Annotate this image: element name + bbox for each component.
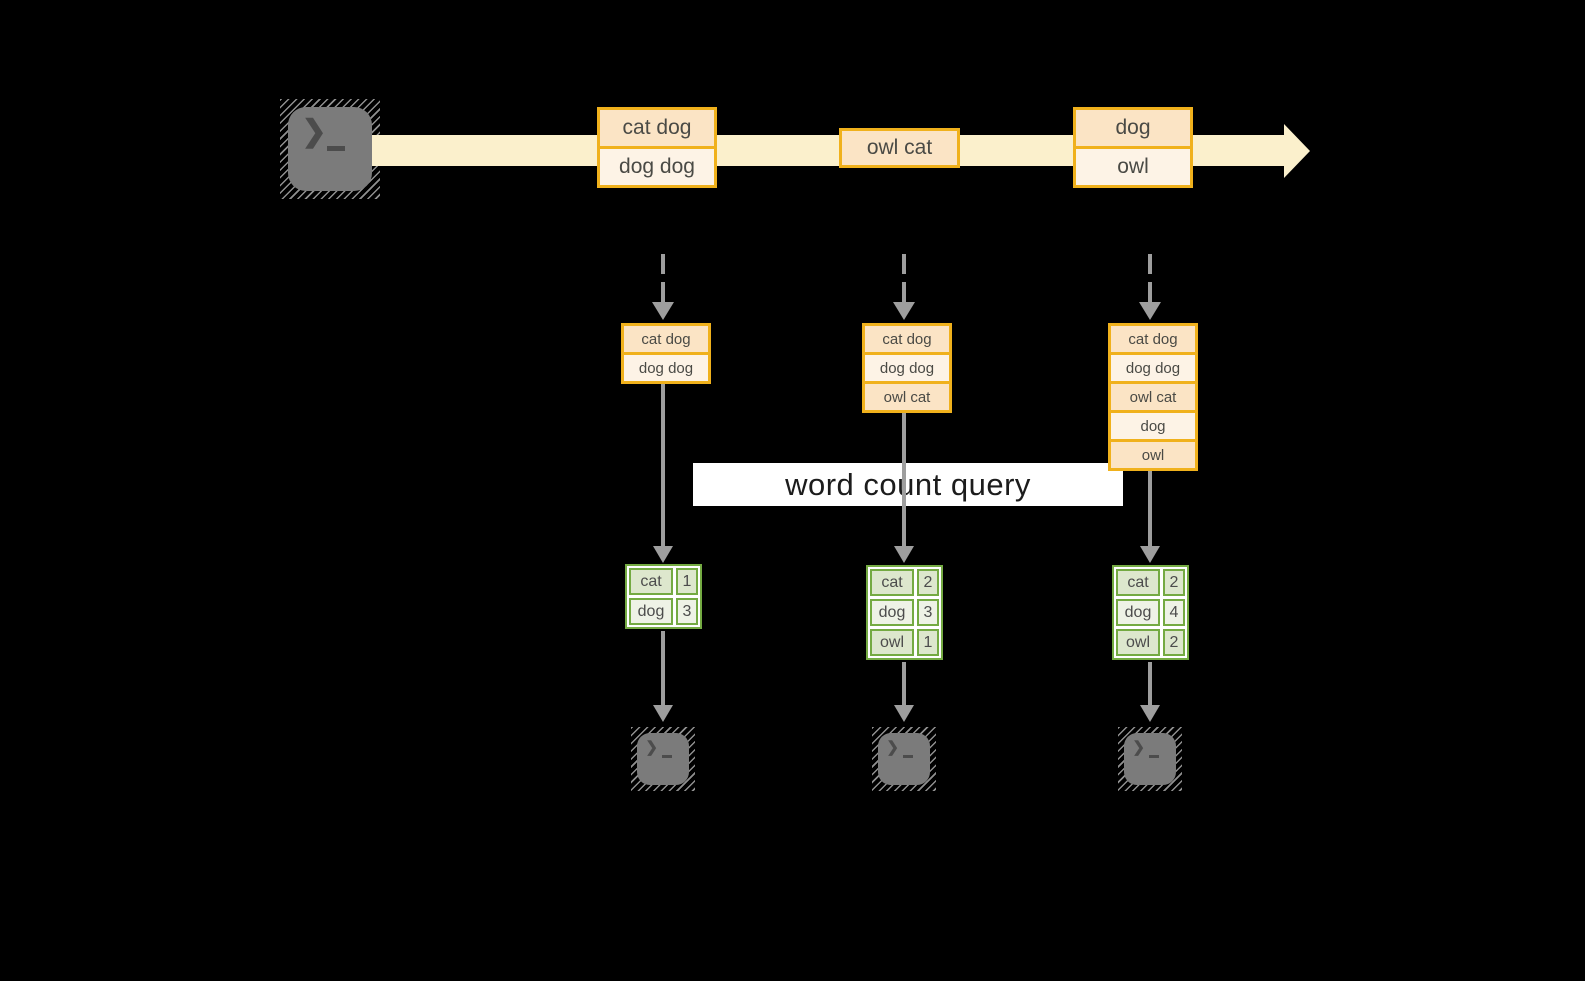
dashed-arrow-segment xyxy=(661,254,665,274)
stream-event-cell: cat dog xyxy=(600,110,714,146)
terminal-body: ❯ xyxy=(1124,733,1176,785)
word-cell: cat xyxy=(629,568,673,595)
table-row: owl 2 xyxy=(1116,629,1185,656)
output-arrow-line xyxy=(902,662,906,705)
terminal-prompt-icon: ❯ xyxy=(1132,739,1145,757)
down-arrowhead-icon xyxy=(653,546,673,563)
count-table-1: cat 1 dog 3 xyxy=(625,564,702,629)
state-buffer-3: cat dog dog dog owl cat dog owl xyxy=(1108,323,1198,471)
query-arrow-line xyxy=(902,413,906,546)
word-count-query-label: word count query xyxy=(693,463,1123,506)
stream-event-cell: owl cat xyxy=(842,131,957,165)
state-cell: owl cat xyxy=(865,381,949,410)
terminal-prompt-icon: ❯ xyxy=(645,739,658,757)
stream-arrowhead-icon xyxy=(1284,124,1310,178)
count-cell: 2 xyxy=(1163,569,1185,596)
state-cell: dog xyxy=(1111,410,1195,439)
output-arrow-line xyxy=(1148,662,1152,705)
terminal-body: ❯ xyxy=(878,733,930,785)
query-arrow-line xyxy=(661,384,665,546)
down-arrowhead-icon xyxy=(894,705,914,722)
terminal-body: ❯ xyxy=(288,107,372,191)
word-cell: cat xyxy=(870,569,914,596)
table-row: owl 1 xyxy=(870,629,939,656)
word-cell: dog xyxy=(870,599,914,626)
terminal-cursor xyxy=(1148,754,1159,758)
sink-terminal-icon-1: ❯ xyxy=(631,727,695,791)
stream-event-cell: dog xyxy=(1076,110,1190,146)
query-arrow-line xyxy=(1148,471,1152,546)
down-arrowhead-icon xyxy=(894,546,914,563)
stream-event-cell: owl xyxy=(1076,146,1190,185)
dashed-arrow-segment xyxy=(661,282,665,302)
state-cell: dog dog xyxy=(1111,352,1195,381)
dashed-arrow-segment xyxy=(902,282,906,302)
down-arrowhead-icon xyxy=(1140,705,1160,722)
terminal-cursor xyxy=(326,146,345,152)
state-buffer-2: cat dog dog dog owl cat xyxy=(862,323,952,413)
state-cell: cat dog xyxy=(1111,326,1195,352)
count-cell: 1 xyxy=(676,568,698,595)
count-cell: 2 xyxy=(917,569,939,596)
dashed-arrow-segment xyxy=(1148,254,1152,274)
table-row: dog 4 xyxy=(1116,599,1185,626)
count-cell: 3 xyxy=(917,599,939,626)
state-cell: owl cat xyxy=(1111,381,1195,410)
stream-event-cell: dog dog xyxy=(600,146,714,185)
state-cell: dog dog xyxy=(624,352,708,381)
table-row: dog 3 xyxy=(629,598,698,625)
count-cell: 3 xyxy=(676,598,698,625)
stream-event-box-1: cat dog dog dog xyxy=(597,107,717,188)
table-row: cat 2 xyxy=(870,569,939,596)
down-arrowhead-icon xyxy=(653,705,673,722)
output-arrow-line xyxy=(661,631,665,705)
word-cell: dog xyxy=(629,598,673,625)
state-buffer-1: cat dog dog dog xyxy=(621,323,711,384)
down-arrowhead-icon xyxy=(652,302,674,320)
terminal-prompt-icon: ❯ xyxy=(886,739,899,757)
table-row: cat 2 xyxy=(1116,569,1185,596)
terminal-prompt-icon: ❯ xyxy=(301,115,327,149)
count-table-2: cat 2 dog 3 owl 1 xyxy=(866,565,943,660)
count-cell: 1 xyxy=(917,629,939,656)
terminal-cursor xyxy=(661,754,672,758)
down-arrowhead-icon xyxy=(893,302,915,320)
terminal-body: ❯ xyxy=(637,733,689,785)
stream-event-box-2: owl cat xyxy=(839,128,960,168)
word-cell: dog xyxy=(1116,599,1160,626)
table-row: cat 1 xyxy=(629,568,698,595)
terminal-cursor xyxy=(902,754,913,758)
state-cell: cat dog xyxy=(865,326,949,352)
dashed-arrow-segment xyxy=(902,254,906,274)
table-row: dog 3 xyxy=(870,599,939,626)
count-cell: 4 xyxy=(1163,599,1185,626)
count-cell: 2 xyxy=(1163,629,1185,656)
down-arrowhead-icon xyxy=(1139,302,1161,320)
state-cell: cat dog xyxy=(624,326,708,352)
word-cell: owl xyxy=(870,629,914,656)
dashed-arrow-segment xyxy=(1148,282,1152,302)
sink-terminal-icon-3: ❯ xyxy=(1118,727,1182,791)
state-cell: dog dog xyxy=(865,352,949,381)
source-terminal-icon: ❯ xyxy=(280,99,380,199)
down-arrowhead-icon xyxy=(1140,546,1160,563)
word-cell: cat xyxy=(1116,569,1160,596)
count-table-3: cat 2 dog 4 owl 2 xyxy=(1112,565,1189,660)
word-cell: owl xyxy=(1116,629,1160,656)
state-cell: owl xyxy=(1111,439,1195,468)
sink-terminal-icon-2: ❯ xyxy=(872,727,936,791)
stream-event-box-3: dog owl xyxy=(1073,107,1193,188)
